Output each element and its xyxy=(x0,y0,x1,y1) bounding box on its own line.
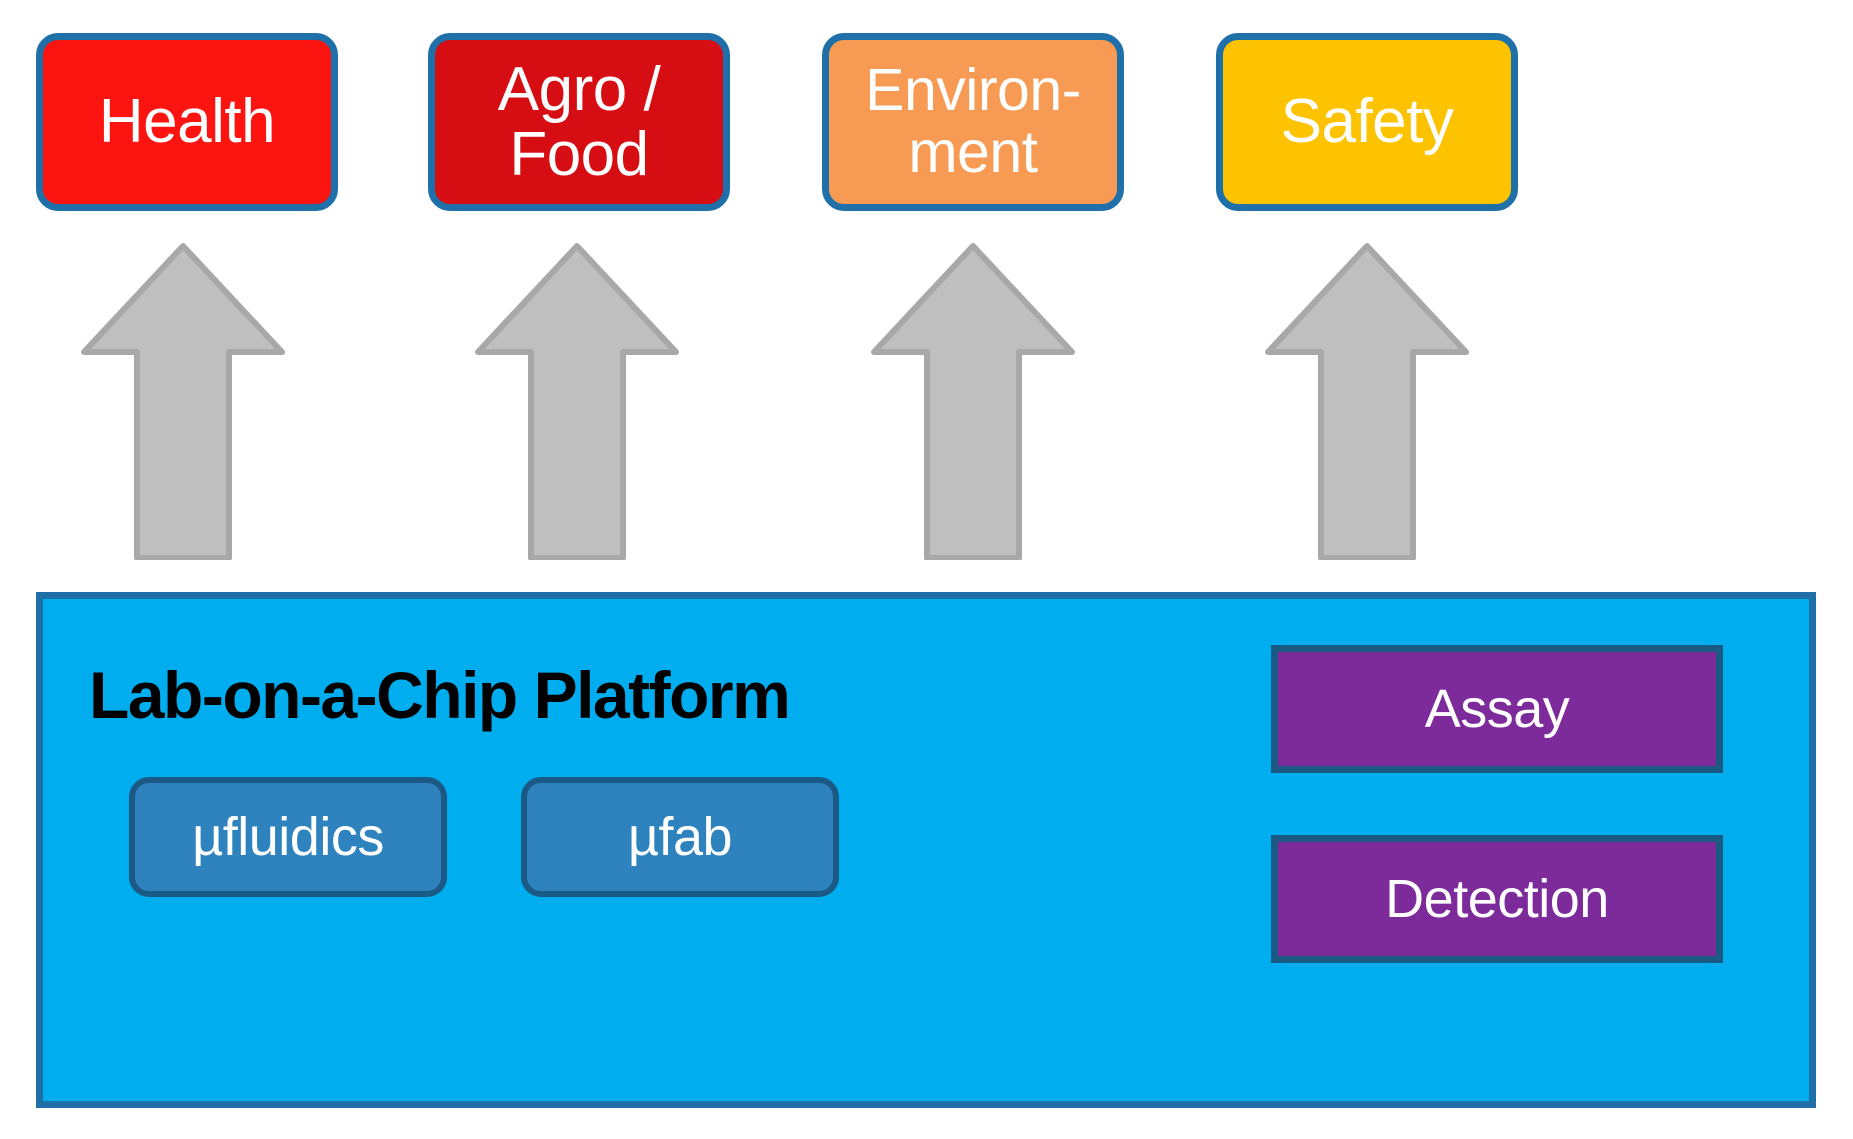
application-label-safety: Safety xyxy=(1280,87,1454,157)
application-label-health: Health xyxy=(98,87,276,157)
up-arrow-icon-safety xyxy=(1265,243,1469,560)
platform-title: Lab-on-a-Chip Platform xyxy=(89,658,791,732)
up-arrow-icon-agro-food xyxy=(475,243,679,560)
application-box-safety[interactable]: Safety xyxy=(1216,33,1518,211)
application-box-agro-food[interactable]: Agro / Food xyxy=(428,33,730,211)
application-label-environment: Environ- ment xyxy=(865,57,1081,185)
technology-chip-microfluidics[interactable]: µfluidics xyxy=(129,777,447,897)
application-box-health[interactable]: Health xyxy=(36,33,338,211)
function-label-detection: Detection xyxy=(1385,869,1609,929)
function-block-detection[interactable]: Detection xyxy=(1271,835,1723,963)
platform-panel: Lab-on-a-Chip Platform µfluidics µfab As… xyxy=(36,592,1816,1108)
technology-label-microfluidics: µfluidics xyxy=(192,807,384,867)
technology-label-microfab: µfab xyxy=(627,807,733,867)
function-block-assay[interactable]: Assay xyxy=(1271,645,1723,773)
application-box-environment[interactable]: Environ- ment xyxy=(822,33,1124,211)
technology-chip-microfab[interactable]: µfab xyxy=(521,777,839,897)
up-arrow-icon-environment xyxy=(871,243,1075,560)
up-arrow-icon-health xyxy=(81,243,285,560)
function-label-assay: Assay xyxy=(1424,679,1570,739)
application-label-agro-food: Agro / Food xyxy=(497,54,661,189)
